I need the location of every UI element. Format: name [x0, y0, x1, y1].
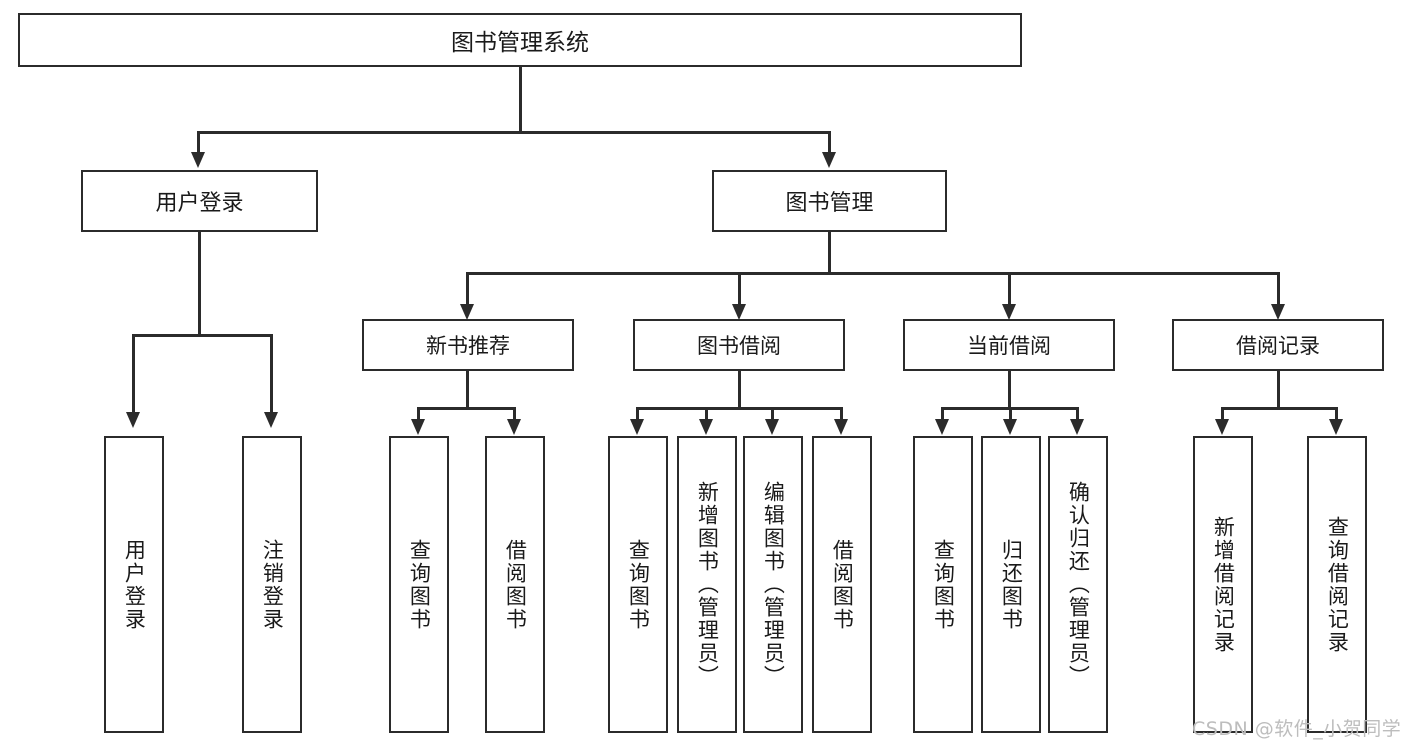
connector-bookborrow-to-borrow — [840, 407, 843, 421]
connector-borrowrecord-bus — [1221, 407, 1337, 410]
connector-root-to-book-manage — [828, 131, 831, 156]
node-label: 查询图书 — [626, 538, 651, 631]
connector-borrowrecord-stem — [1277, 371, 1280, 407]
connector-currentborrow-to-query — [941, 407, 944, 421]
arrowhead-book-manage — [822, 152, 836, 168]
node-label: 查询图书 — [407, 538, 432, 631]
connector-user-login-bus — [132, 334, 272, 337]
connector-currentborrow-stem — [1008, 371, 1011, 407]
arrowhead-bookborrow-query — [630, 419, 644, 435]
node-label: 借阅图书 — [830, 538, 855, 631]
arrowhead-leaf-logout — [264, 412, 278, 428]
arrowhead-bookborrow-borrow — [834, 419, 848, 435]
node-label: 图书借阅 — [697, 334, 781, 358]
arrowhead-newbook-borrow — [507, 419, 521, 435]
leaf-newbook-borrow-book[interactable]: 借阅图书 — [485, 436, 545, 733]
connector-currentborrow-to-return — [1009, 407, 1012, 421]
connector-bookborrow-to-add — [705, 407, 708, 421]
leaf-user-login[interactable]: 用户登录 — [104, 436, 164, 733]
connector-to-current-borrow — [1008, 272, 1011, 308]
connector-root-to-user-login — [197, 131, 200, 156]
node-label: 查询图书 — [931, 538, 956, 631]
connector-root-bus — [197, 131, 831, 134]
node-label: 借阅图书 — [503, 538, 528, 631]
arrowhead-current-borrow — [1002, 304, 1016, 320]
node-book-borrow[interactable]: 图书借阅 — [633, 319, 845, 371]
arrowhead-borrow-record — [1271, 304, 1285, 320]
node-label: 确认归还（管理员） — [1066, 481, 1091, 688]
connector-book-manage-bus — [466, 272, 1278, 275]
connector-to-book-borrow — [738, 272, 741, 308]
arrowhead-borrowrecord-add — [1215, 419, 1229, 435]
leaf-bookborrow-query-book[interactable]: 查询图书 — [608, 436, 668, 733]
node-label: 当前借阅 — [967, 334, 1051, 358]
arrowhead-currentborrow-return — [1003, 419, 1017, 435]
connector-newbook-to-query — [417, 407, 420, 421]
arrowhead-newbook-query — [411, 419, 425, 435]
node-new-book-recommend[interactable]: 新书推荐 — [362, 319, 574, 371]
connector-new-book-stem — [466, 371, 469, 407]
connector-bookborrow-stem — [738, 371, 741, 407]
leaf-currentborrow-query-book[interactable]: 查询图书 — [913, 436, 973, 733]
node-label: 归还图书 — [999, 538, 1024, 631]
arrowhead-currentborrow-query — [935, 419, 949, 435]
arrowhead-new-book — [460, 304, 474, 320]
node-label: 注销登录 — [260, 538, 285, 631]
node-label: 查询借阅记录 — [1325, 515, 1350, 654]
leaf-currentborrow-confirm-return[interactable]: 确认归还（管理员） — [1048, 436, 1108, 733]
connector-to-leaf-logout — [270, 334, 273, 414]
connector-borrowrecord-to-query — [1335, 407, 1338, 421]
arrowhead-borrowrecord-query — [1329, 419, 1343, 435]
node-label: 编辑图书（管理员） — [761, 481, 786, 688]
connector-bookborrow-to-query — [636, 407, 639, 421]
leaf-bookborrow-add-book[interactable]: 新增图书（管理员） — [677, 436, 737, 733]
node-label: 用户登录 — [155, 191, 244, 216]
node-current-borrow[interactable]: 当前借阅 — [903, 319, 1115, 371]
connector-currentborrow-to-confirm — [1076, 407, 1079, 421]
connector-bookborrow-bus — [636, 407, 843, 410]
node-label: 图书管理 — [785, 191, 874, 216]
node-book-management[interactable]: 图书管理 — [712, 170, 947, 232]
connector-book-manage-stem — [828, 232, 831, 272]
connector-new-book-bus — [417, 407, 516, 410]
leaf-borrowrecord-add-record[interactable]: 新增借阅记录 — [1193, 436, 1253, 733]
connector-to-new-book — [466, 272, 469, 308]
connector-to-leaf-user-login — [132, 334, 135, 414]
node-label: 图书管理系统 — [451, 30, 589, 56]
connector-root-stem — [519, 67, 522, 131]
node-borrow-record[interactable]: 借阅记录 — [1172, 319, 1384, 371]
leaf-borrowrecord-query-record[interactable]: 查询借阅记录 — [1307, 436, 1367, 733]
leaf-logout[interactable]: 注销登录 — [242, 436, 302, 733]
node-label: 新增借阅记录 — [1211, 515, 1236, 654]
leaf-bookborrow-borrow-book[interactable]: 借阅图书 — [812, 436, 872, 733]
leaf-bookborrow-edit-book[interactable]: 编辑图书（管理员） — [743, 436, 803, 733]
connector-user-login-stem — [198, 232, 201, 334]
connector-to-borrow-record — [1277, 272, 1280, 308]
leaf-newbook-query-book[interactable]: 查询图书 — [389, 436, 449, 733]
node-user-login[interactable]: 用户登录 — [81, 170, 318, 232]
arrowhead-leaf-user-login — [126, 412, 140, 428]
node-label: 新书推荐 — [426, 334, 510, 358]
connector-bookborrow-to-edit — [771, 407, 774, 421]
arrowhead-bookborrow-add — [699, 419, 713, 435]
arrowhead-bookborrow-edit — [765, 419, 779, 435]
node-root-system[interactable]: 图书管理系统 — [18, 13, 1022, 67]
node-label: 用户登录 — [122, 538, 147, 631]
node-label: 新增图书（管理员） — [695, 481, 720, 688]
connector-newbook-to-borrow — [513, 407, 516, 421]
leaf-currentborrow-return-book[interactable]: 归还图书 — [981, 436, 1041, 733]
node-label: 借阅记录 — [1236, 334, 1320, 358]
arrowhead-user-login — [191, 152, 205, 168]
connector-borrowrecord-to-add — [1221, 407, 1224, 421]
arrowhead-book-borrow — [732, 304, 746, 320]
arrowhead-currentborrow-confirm — [1070, 419, 1084, 435]
